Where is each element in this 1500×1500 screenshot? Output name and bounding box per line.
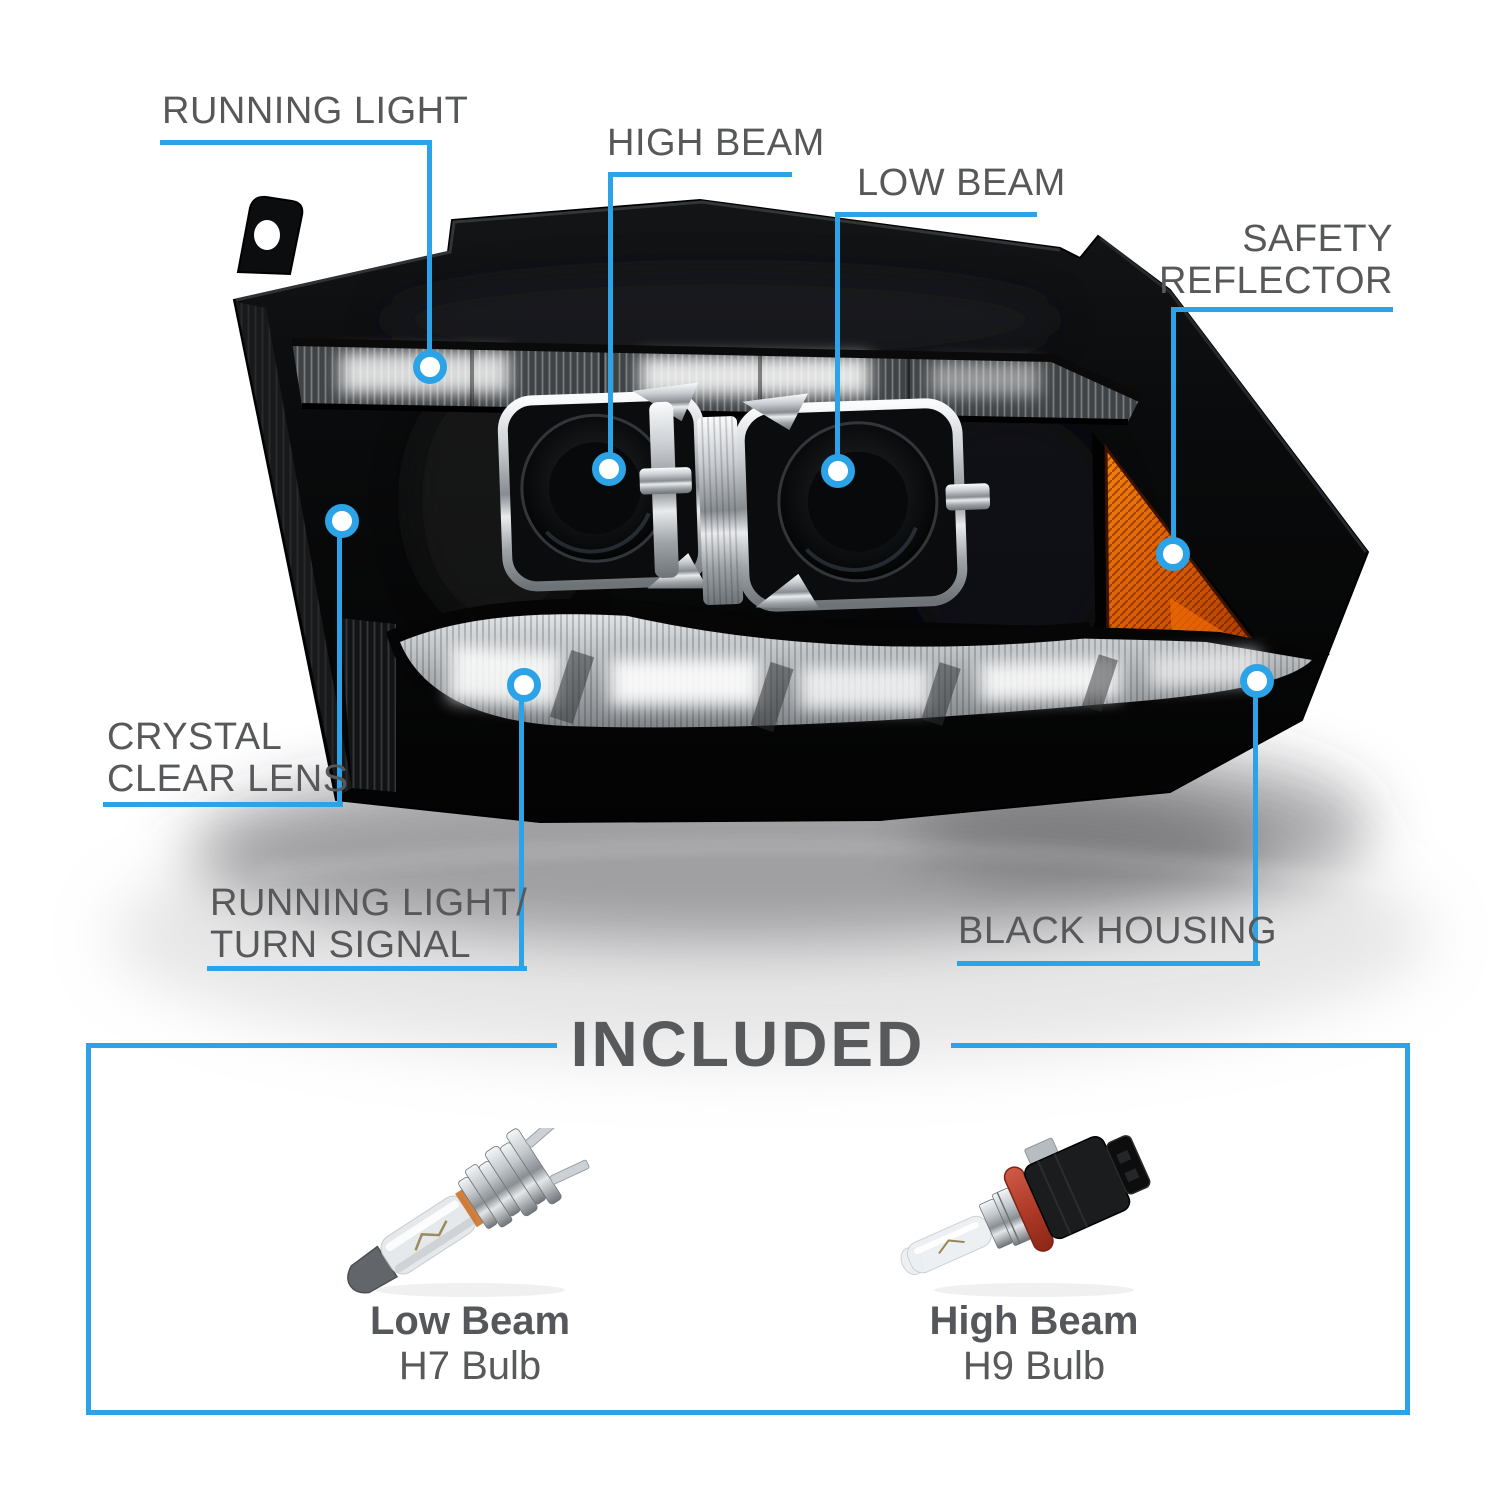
included-title-line-left bbox=[86, 1043, 557, 1048]
bulb-shadow bbox=[375, 1283, 565, 1297]
top-edge-highlight bbox=[235, 200, 1061, 302]
callout-line bbox=[835, 212, 840, 474]
callout-line bbox=[103, 802, 343, 807]
h9-glass bbox=[906, 1215, 992, 1274]
bulb-type-low-beam: H7 Bulb bbox=[398, 1344, 542, 1388]
left-lens-edge-ribs bbox=[236, 302, 352, 796]
bulb-name-high-beam: High Beam bbox=[929, 1299, 1139, 1343]
callout-label-black-housing: BLACK HOUSING bbox=[958, 910, 1278, 952]
h7-seal-ring bbox=[455, 1189, 484, 1228]
reflection-streak bbox=[259, 844, 1397, 888]
callout-dot-running-light-turn-signal bbox=[507, 668, 541, 702]
callout-line bbox=[608, 172, 613, 472]
included-item-high-beam: High Beam H9 Bulb bbox=[884, 1126, 1184, 1388]
h9-bulb-image bbox=[900, 1135, 1151, 1297]
callout-line bbox=[1253, 681, 1258, 963]
callout-line bbox=[519, 685, 524, 968]
callout-line bbox=[957, 961, 1260, 966]
callout-line bbox=[1171, 307, 1393, 312]
included-title: INCLUDED bbox=[570, 1008, 926, 1080]
included-item-low-beam: Low Beam H7 Bulb bbox=[320, 1128, 620, 1388]
h7-metal-flange bbox=[458, 1128, 562, 1229]
callout-dot-safety-reflector bbox=[1156, 537, 1190, 571]
callout-line bbox=[835, 212, 1037, 217]
callout-label-running-light-turn-signal: RUNNING LIGHT/ TURN SIGNAL bbox=[210, 882, 528, 966]
low-beam-projector bbox=[697, 393, 991, 612]
h7-bulb-image bbox=[347, 1128, 590, 1297]
h9-filament bbox=[938, 1239, 965, 1255]
callout-line bbox=[608, 172, 792, 177]
callout-line bbox=[160, 140, 432, 145]
bulb-name-low-beam: Low Beam bbox=[369, 1299, 571, 1343]
callout-dot-high-beam bbox=[592, 452, 626, 486]
callout-dot-black-housing bbox=[1240, 664, 1274, 698]
callout-dot-crystal-clear-lens bbox=[325, 504, 359, 538]
callout-label-running-light: RUNNING LIGHT bbox=[162, 90, 469, 132]
h9-plastic-base bbox=[1024, 1135, 1151, 1240]
bulb-type-high-beam: H9 Bulb bbox=[962, 1344, 1106, 1388]
included-title-line-right bbox=[951, 1043, 1410, 1048]
callout-line bbox=[427, 140, 432, 370]
included-box: INCLUDED bbox=[86, 1008, 1410, 1415]
bulb-shadow bbox=[934, 1283, 1134, 1297]
callout-label-high-beam: HIGH BEAM bbox=[607, 122, 825, 164]
high-beam-projector bbox=[497, 382, 709, 592]
callout-line bbox=[1171, 307, 1176, 557]
h9-metal-collar bbox=[979, 1187, 1031, 1249]
callout-line bbox=[337, 521, 342, 804]
callout-label-low-beam: LOW BEAM bbox=[857, 162, 1066, 204]
callout-label-crystal-clear-lens: CRYSTAL CLEAR LENS bbox=[107, 716, 349, 800]
callout-label-safety-reflector: SAFETY REFLECTOR bbox=[1159, 218, 1393, 302]
callout-dot-running-light bbox=[413, 350, 447, 384]
h7-filament bbox=[414, 1220, 448, 1251]
h7-terminals bbox=[525, 1128, 590, 1185]
left-ribbed-block bbox=[340, 618, 396, 792]
turn-signal-strip bbox=[386, 596, 1330, 739]
mounting-tab bbox=[236, 195, 304, 276]
callout-line bbox=[207, 966, 527, 971]
right-edge-highlight bbox=[1099, 236, 1368, 553]
callout-dot-low-beam bbox=[821, 454, 855, 488]
